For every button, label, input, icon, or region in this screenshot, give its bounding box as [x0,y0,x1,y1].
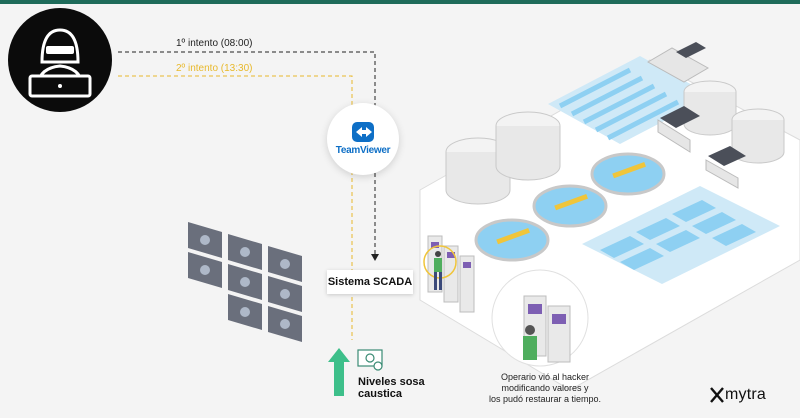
chemical-flask-icon [357,349,383,371]
operator-note-line1: Operario vió al hacker [500,372,590,382]
operator-note-line2: modificando valores y [501,383,589,393]
operator-note: Operario vió al hacker modificando valor… [470,372,620,405]
scada-system-box: Sistema SCADA [327,270,413,294]
chemical-levels-line1: Niveles sosa [358,376,425,388]
operator-zoom-icon [491,269,589,367]
water-plant [419,42,800,391]
attempt1-arrowhead [371,254,379,261]
brand-name: mytra [725,386,766,403]
hacker-laptop-icon [8,8,112,112]
mytra-x-logo-icon [710,387,724,403]
attempt2-line [118,75,353,340]
attempt-1-label: 1º intento (08:00) [176,38,253,49]
attempt1-line [118,51,376,258]
up-arrow-icon [328,348,350,396]
top-bar [0,0,800,4]
operator-note-line3: los pudó restaurar a tiempo. [488,394,602,404]
chemical-levels-label: Niveles sosa caustica [358,376,425,400]
attempt-2-label: 2º intento (13:30) [176,63,253,74]
teamviewer-badge [327,103,399,175]
teamviewer-label: TeamViewer [335,145,391,156]
chemical-levels-line2: caustica [358,388,403,400]
